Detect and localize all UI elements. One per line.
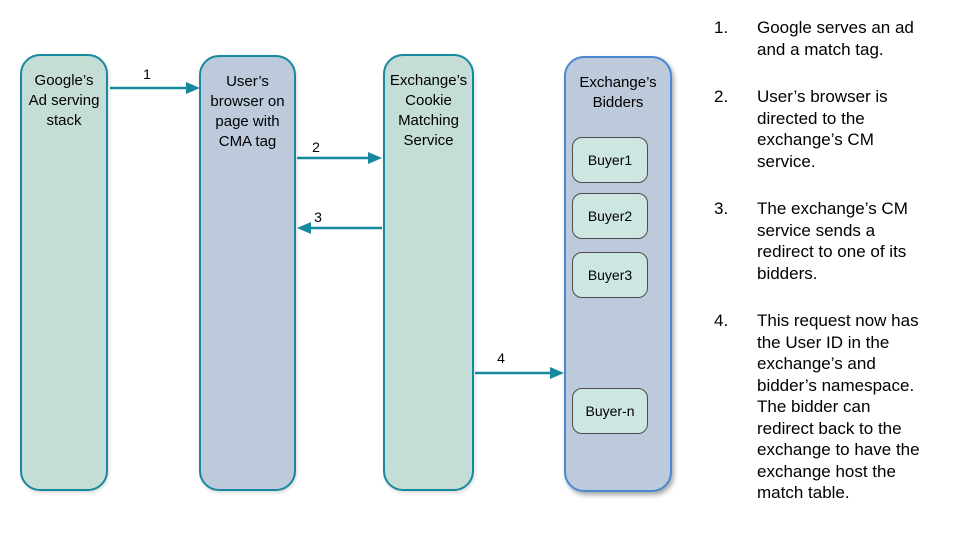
step-1-number: 1. xyxy=(714,18,729,37)
buyer-n-box: Buyer-n xyxy=(572,388,648,434)
step-4: 4. This request now has the User ID in t… xyxy=(714,310,946,504)
step-1: 1. Google serves an ad and a match tag. xyxy=(714,17,946,60)
arrow-1 xyxy=(110,82,200,94)
step-2: 2. User’s browser is directed to the exc… xyxy=(714,86,946,172)
arrow-4-label: 4 xyxy=(497,350,505,366)
arrow-2-label: 2 xyxy=(312,139,320,155)
step-3-number: 3. xyxy=(714,199,729,218)
step-2-number: 2. xyxy=(714,87,729,106)
step-4-text: This request now has the User ID in the … xyxy=(757,311,920,502)
node-exchange-cookie-matching-service: Exchange’s Cookie Matching Service xyxy=(383,54,474,491)
step-3: 3. The exchange’s CM service sends a red… xyxy=(714,198,946,284)
step-2-text: User’s browser is directed to the exchan… xyxy=(757,87,888,171)
step-1-text: Google serves an ad and a match tag. xyxy=(757,18,914,59)
node-user-browser: User’s browser on page with CMA tag xyxy=(199,55,296,491)
arrow-3-label: 3 xyxy=(314,209,322,225)
buyer3-box: Buyer3 xyxy=(572,252,648,298)
step-3-text: The exchange’s CM service sends a redire… xyxy=(757,199,908,283)
arrow-1-label: 1 xyxy=(143,66,151,82)
steps-list: 1. Google serves an ad and a match tag. … xyxy=(714,17,946,530)
node-google-ad-serving-stack: Google’s Ad serving stack xyxy=(20,54,108,491)
arrow-4 xyxy=(475,367,564,379)
buyer2-box: Buyer2 xyxy=(572,193,648,239)
step-4-number: 4. xyxy=(714,311,729,330)
buyer1-box: Buyer1 xyxy=(572,137,648,183)
